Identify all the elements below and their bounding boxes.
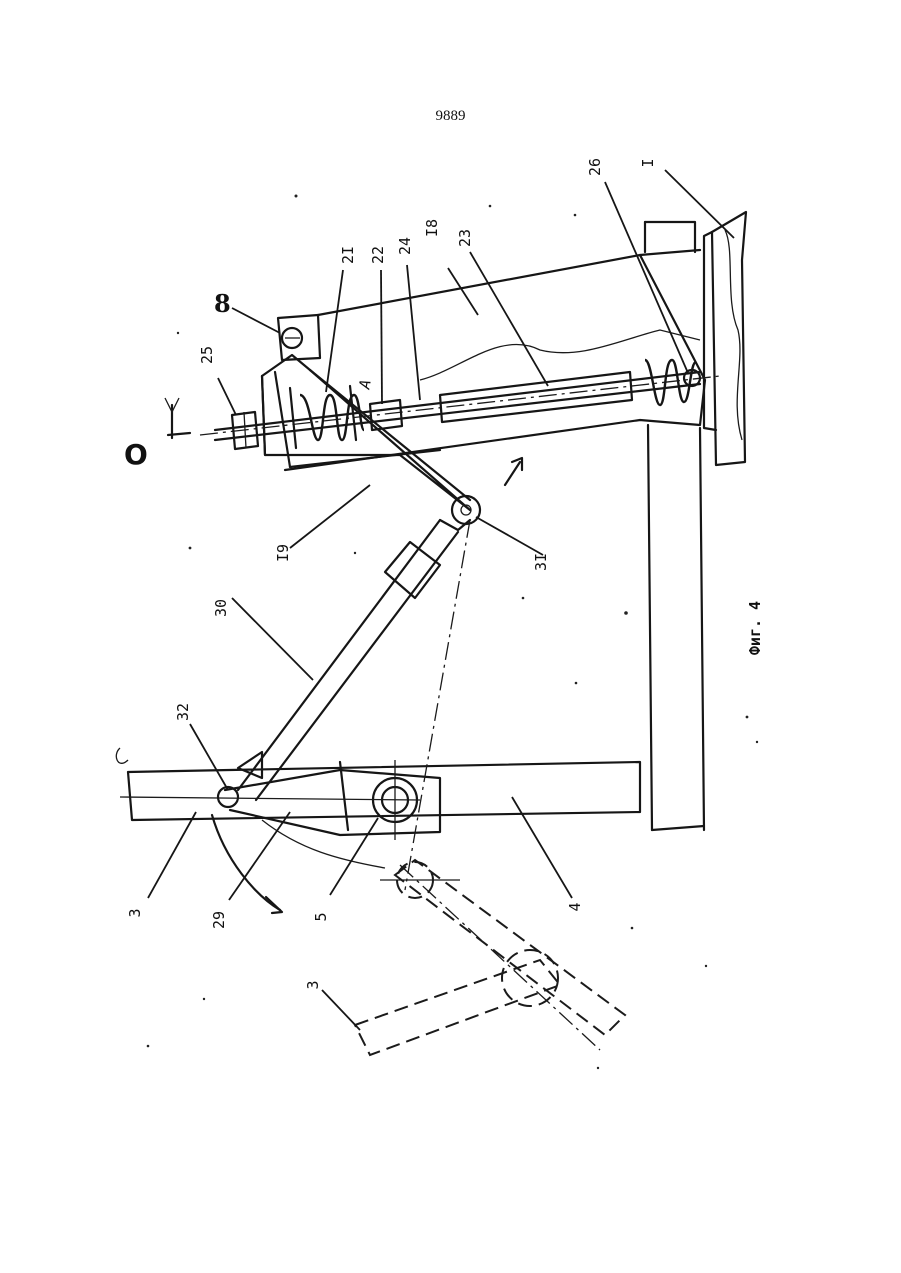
labels: I 26 I8 23 24 22 2I 8 25 A O I9 3I 30 32… bbox=[124, 158, 764, 990]
rail bbox=[648, 425, 704, 830]
label-24: 24 bbox=[396, 237, 414, 255]
label-30: 30 bbox=[212, 599, 230, 617]
link-30 bbox=[238, 520, 470, 800]
bracket-8 bbox=[278, 315, 320, 360]
label-31: 3I bbox=[532, 553, 550, 571]
label-A: A bbox=[355, 378, 374, 391]
label-19: I9 bbox=[274, 544, 292, 562]
label-1: I bbox=[639, 158, 657, 167]
label-25: 25 bbox=[198, 346, 216, 364]
label-22: 22 bbox=[369, 246, 387, 264]
rotation-arrows bbox=[212, 458, 522, 913]
label-5: 5 bbox=[312, 912, 330, 921]
label-3b: 3 bbox=[304, 980, 322, 989]
label-18: I8 bbox=[423, 219, 441, 237]
label-26: 26 bbox=[586, 158, 604, 176]
section-marker bbox=[165, 398, 190, 438]
label-32: 32 bbox=[174, 703, 192, 721]
label-29: 29 bbox=[210, 911, 228, 929]
label-8: 8 bbox=[214, 289, 231, 318]
label-23: 23 bbox=[456, 229, 474, 247]
rod-assembly bbox=[200, 360, 720, 449]
figure-caption: Фиг. 4 bbox=[746, 601, 764, 655]
housing-18 bbox=[285, 250, 705, 470]
label-4: 4 bbox=[566, 902, 584, 911]
label-O: O bbox=[124, 438, 148, 471]
leader-lines bbox=[148, 170, 734, 1030]
label-21: 2I bbox=[339, 246, 357, 264]
label-3a: 3 bbox=[126, 908, 144, 917]
lever-3-4 bbox=[116, 748, 640, 840]
